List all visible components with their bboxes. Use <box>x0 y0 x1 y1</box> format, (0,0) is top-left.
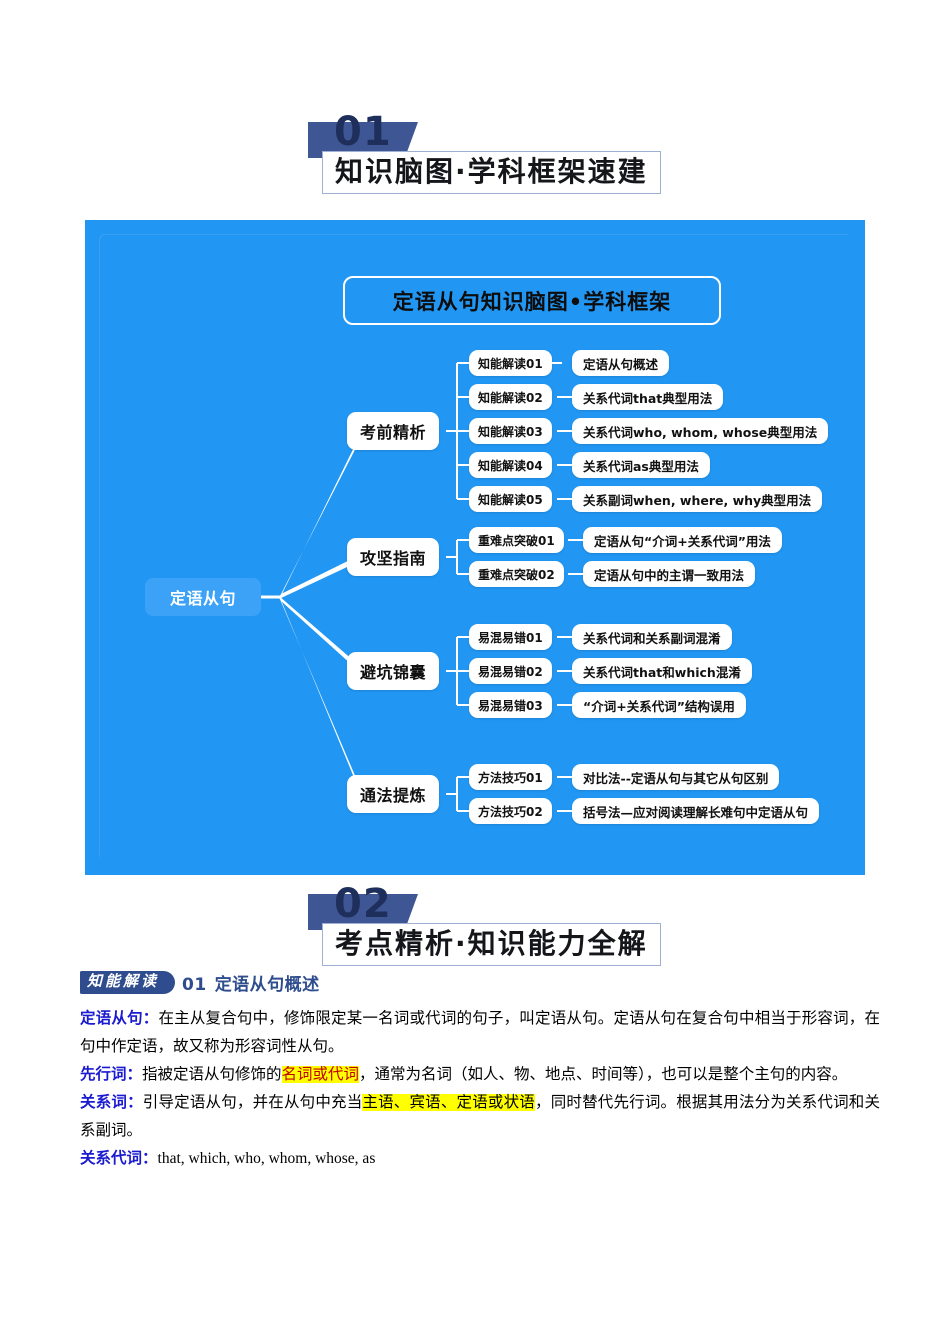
mindmap-root-label: 定语从句 <box>169 589 236 608</box>
paragraph-2-label: 先行词： <box>80 1066 143 1083</box>
paragraph-4: 关系代词：that, which, who, whom, whose, as <box>80 1145 880 1173</box>
detail-node-1-1[interactable]: 定语从句概述 <box>572 350 670 376</box>
detail-value-3-1: 关系代词和关系副词混淆 <box>572 624 732 650</box>
topic-key-4-2: 方法技巧02 <box>469 798 552 824</box>
detail-node-3-1[interactable]: 关系代词和关系副词混淆 <box>572 624 732 650</box>
banner-title-box-02: 考点精析·知识能力全解 <box>322 923 661 967</box>
mindmap-root-node[interactable]: 定语从句 <box>145 578 261 616</box>
paragraph-2-highlight: 名词或代词 <box>281 1066 360 1083</box>
topic-node-1-5[interactable]: 知能解读05 <box>469 486 552 512</box>
paragraph-3-highlight: 主语、宾语、定语或状语 <box>362 1094 535 1111</box>
knowledge-point-number: 01 <box>182 975 207 995</box>
topic-node-1-2[interactable]: 知能解读02 <box>469 384 552 410</box>
topic-key-3-3: 易混易错03 <box>469 692 552 718</box>
topic-key-2-1: 重难点突破01 <box>469 527 564 553</box>
detail-node-1-4[interactable]: 关系代词as典型用法 <box>572 452 710 478</box>
paragraph-1-label: 定语从句： <box>80 1010 159 1027</box>
detail-value-3-2: 关系代词that和which混淆 <box>572 658 752 684</box>
topic-node-1-3[interactable]: 知能解读03 <box>469 418 552 444</box>
paragraph-1-seg-0: 在主从复合句中，修饰限定某一名词或代词的句子，叫定语从句。定语从句在复合句中相当… <box>80 1010 880 1055</box>
topic-key-3-1: 易混易错01 <box>469 624 552 650</box>
detail-node-1-2[interactable]: 关系代词that典型用法 <box>572 384 724 410</box>
branch-node-1[interactable]: 考前精析 <box>347 412 440 450</box>
detail-node-4-2[interactable]: 括号法—应对阅读理解长难句中定语从句 <box>572 798 820 824</box>
detail-value-2-2: 定语从句中的主谓一致用法 <box>583 561 756 587</box>
detail-value-1-5: 关系副词when, where, why典型用法 <box>572 486 823 512</box>
paragraph-2-seg-0: 指被定语从句修饰的 <box>142 1066 282 1083</box>
banner-number-01: 01 <box>334 109 392 155</box>
knowledge-point-title: 定语从句概述 <box>214 975 320 995</box>
topic-node-3-1[interactable]: 易混易错01 <box>469 624 552 650</box>
detail-node-2-2[interactable]: 定语从句中的主谓一致用法 <box>583 561 756 587</box>
banner-number-02: 02 <box>334 881 392 927</box>
topic-node-1-1[interactable]: 知能解读01 <box>469 350 552 376</box>
topic-key-1-2: 知能解读02 <box>469 384 552 410</box>
paragraph-1: 定语从句：在主从复合句中，修饰限定某一名词或代词的句子，叫定语从句。定语从句在复… <box>80 1005 880 1061</box>
topic-key-1-1: 知能解读01 <box>469 350 552 376</box>
detail-value-4-1: 对比法--定语从句与其它从句区别 <box>572 764 780 790</box>
paragraph-4-seg-0: that, which, who, whom, whose, as <box>157 1150 376 1167</box>
detail-value-1-3: 关系代词who, whom, whose典型用法 <box>572 418 829 444</box>
topic-node-4-1[interactable]: 方法技巧01 <box>469 764 552 790</box>
detail-node-1-3[interactable]: 关系代词who, whom, whose典型用法 <box>572 418 829 444</box>
topic-node-4-2[interactable]: 方法技巧02 <box>469 798 552 824</box>
detail-value-1-2: 关系代词that典型用法 <box>572 384 724 410</box>
detail-node-4-1[interactable]: 对比法--定语从句与其它从句区别 <box>572 764 780 790</box>
knowledge-point-title-wrap: 01 定语从句概述 <box>182 970 320 995</box>
branch-label-2: 攻坚指南 <box>347 538 440 576</box>
topic-key-1-4: 知能解读04 <box>469 452 552 478</box>
branch-node-3[interactable]: 避坑锦囊 <box>347 652 440 690</box>
knowledge-point-badge: 知能解读 <box>80 970 176 995</box>
topic-node-3-2[interactable]: 易混易错02 <box>469 658 552 684</box>
paragraph-4-label: 关系代词： <box>80 1150 158 1167</box>
topic-key-1-5: 知能解读05 <box>469 486 552 512</box>
paragraph-3-label: 关系词： <box>80 1094 143 1111</box>
topic-node-2-2[interactable]: 重难点突破02 <box>469 561 564 587</box>
branch-node-2[interactable]: 攻坚指南 <box>347 538 440 576</box>
mindmap-title-box: 定语从句知识脑图•学科框架 <box>343 276 721 325</box>
paragraph-3-seg-0: 引导定语从句，并在从句中充当 <box>142 1094 363 1111</box>
detail-value-3-3: “介词+关系代词”结构误用 <box>572 692 746 718</box>
topic-key-2-2: 重难点突破02 <box>469 561 564 587</box>
topic-key-1-3: 知能解读03 <box>469 418 552 444</box>
branch-label-3: 避坑锦囊 <box>347 652 440 690</box>
topic-node-2-1[interactable]: 重难点突破01 <box>469 527 564 553</box>
branch-label-1: 考前精析 <box>347 412 440 450</box>
detail-value-2-1: 定语从句“介词+关系代词”用法 <box>583 527 782 553</box>
banner-title-01: 知识脑图·学科框架速建 <box>335 155 648 188</box>
detail-value-4-2: 括号法—应对阅读理解长难句中定语从句 <box>572 798 820 824</box>
branch-label-4: 通法提炼 <box>347 775 440 813</box>
paragraph-3-seg-2: ，同时替代先行词。根据其用法分为关系代词和关系副词。 <box>80 1094 880 1139</box>
topic-key-3-2: 易混易错02 <box>469 658 552 684</box>
knowledge-point-heading: 知能解读 01 定语从句概述 <box>80 970 880 995</box>
detail-node-2-1[interactable]: 定语从句“介词+关系代词”用法 <box>583 527 782 553</box>
topic-node-1-4[interactable]: 知能解读04 <box>469 452 552 478</box>
detail-node-3-3[interactable]: “介词+关系代词”结构误用 <box>572 692 746 718</box>
branch-node-4[interactable]: 通法提炼 <box>347 775 440 813</box>
mindmap-panel: 定语从句知识脑图•学科框架 定语从句 考前精析 知能解读01 定语从句概述 知能… <box>85 220 865 875</box>
topic-key-4-1: 方法技巧01 <box>469 764 552 790</box>
paragraph-3: 关系词：引导定语从句，并在从句中充当主语、宾语、定语或状语，同时替代先行词。根据… <box>80 1089 880 1145</box>
mindmap-title: 定语从句知识脑图•学科框架 <box>392 289 672 314</box>
mindmap-connectors <box>261 362 583 812</box>
detail-value-1-1: 定语从句概述 <box>572 350 670 376</box>
topic-node-3-3[interactable]: 易混易错03 <box>469 692 552 718</box>
banner-title-02: 考点精析·知识能力全解 <box>335 927 648 960</box>
detail-node-1-5[interactable]: 关系副词when, where, why典型用法 <box>572 486 823 512</box>
paragraph-2: 先行词：指被定语从句修饰的名词或代词，通常为名词（如人、物、地点、时间等），也可… <box>80 1061 880 1089</box>
detail-node-3-2[interactable]: 关系代词that和which混淆 <box>572 658 752 684</box>
detail-value-1-4: 关系代词as典型用法 <box>572 452 710 478</box>
knowledge-point-section: 知能解读 01 定语从句概述 定语从句：在主从复合句中，修饰限定某一名词或代词的句… <box>80 970 880 1173</box>
paragraph-2-seg-2: ，通常为名词（如人、物、地点、时间等），也可以是整个主句的内容。 <box>359 1066 848 1083</box>
banner-title-box-01: 知识脑图·学科框架速建 <box>322 151 661 195</box>
